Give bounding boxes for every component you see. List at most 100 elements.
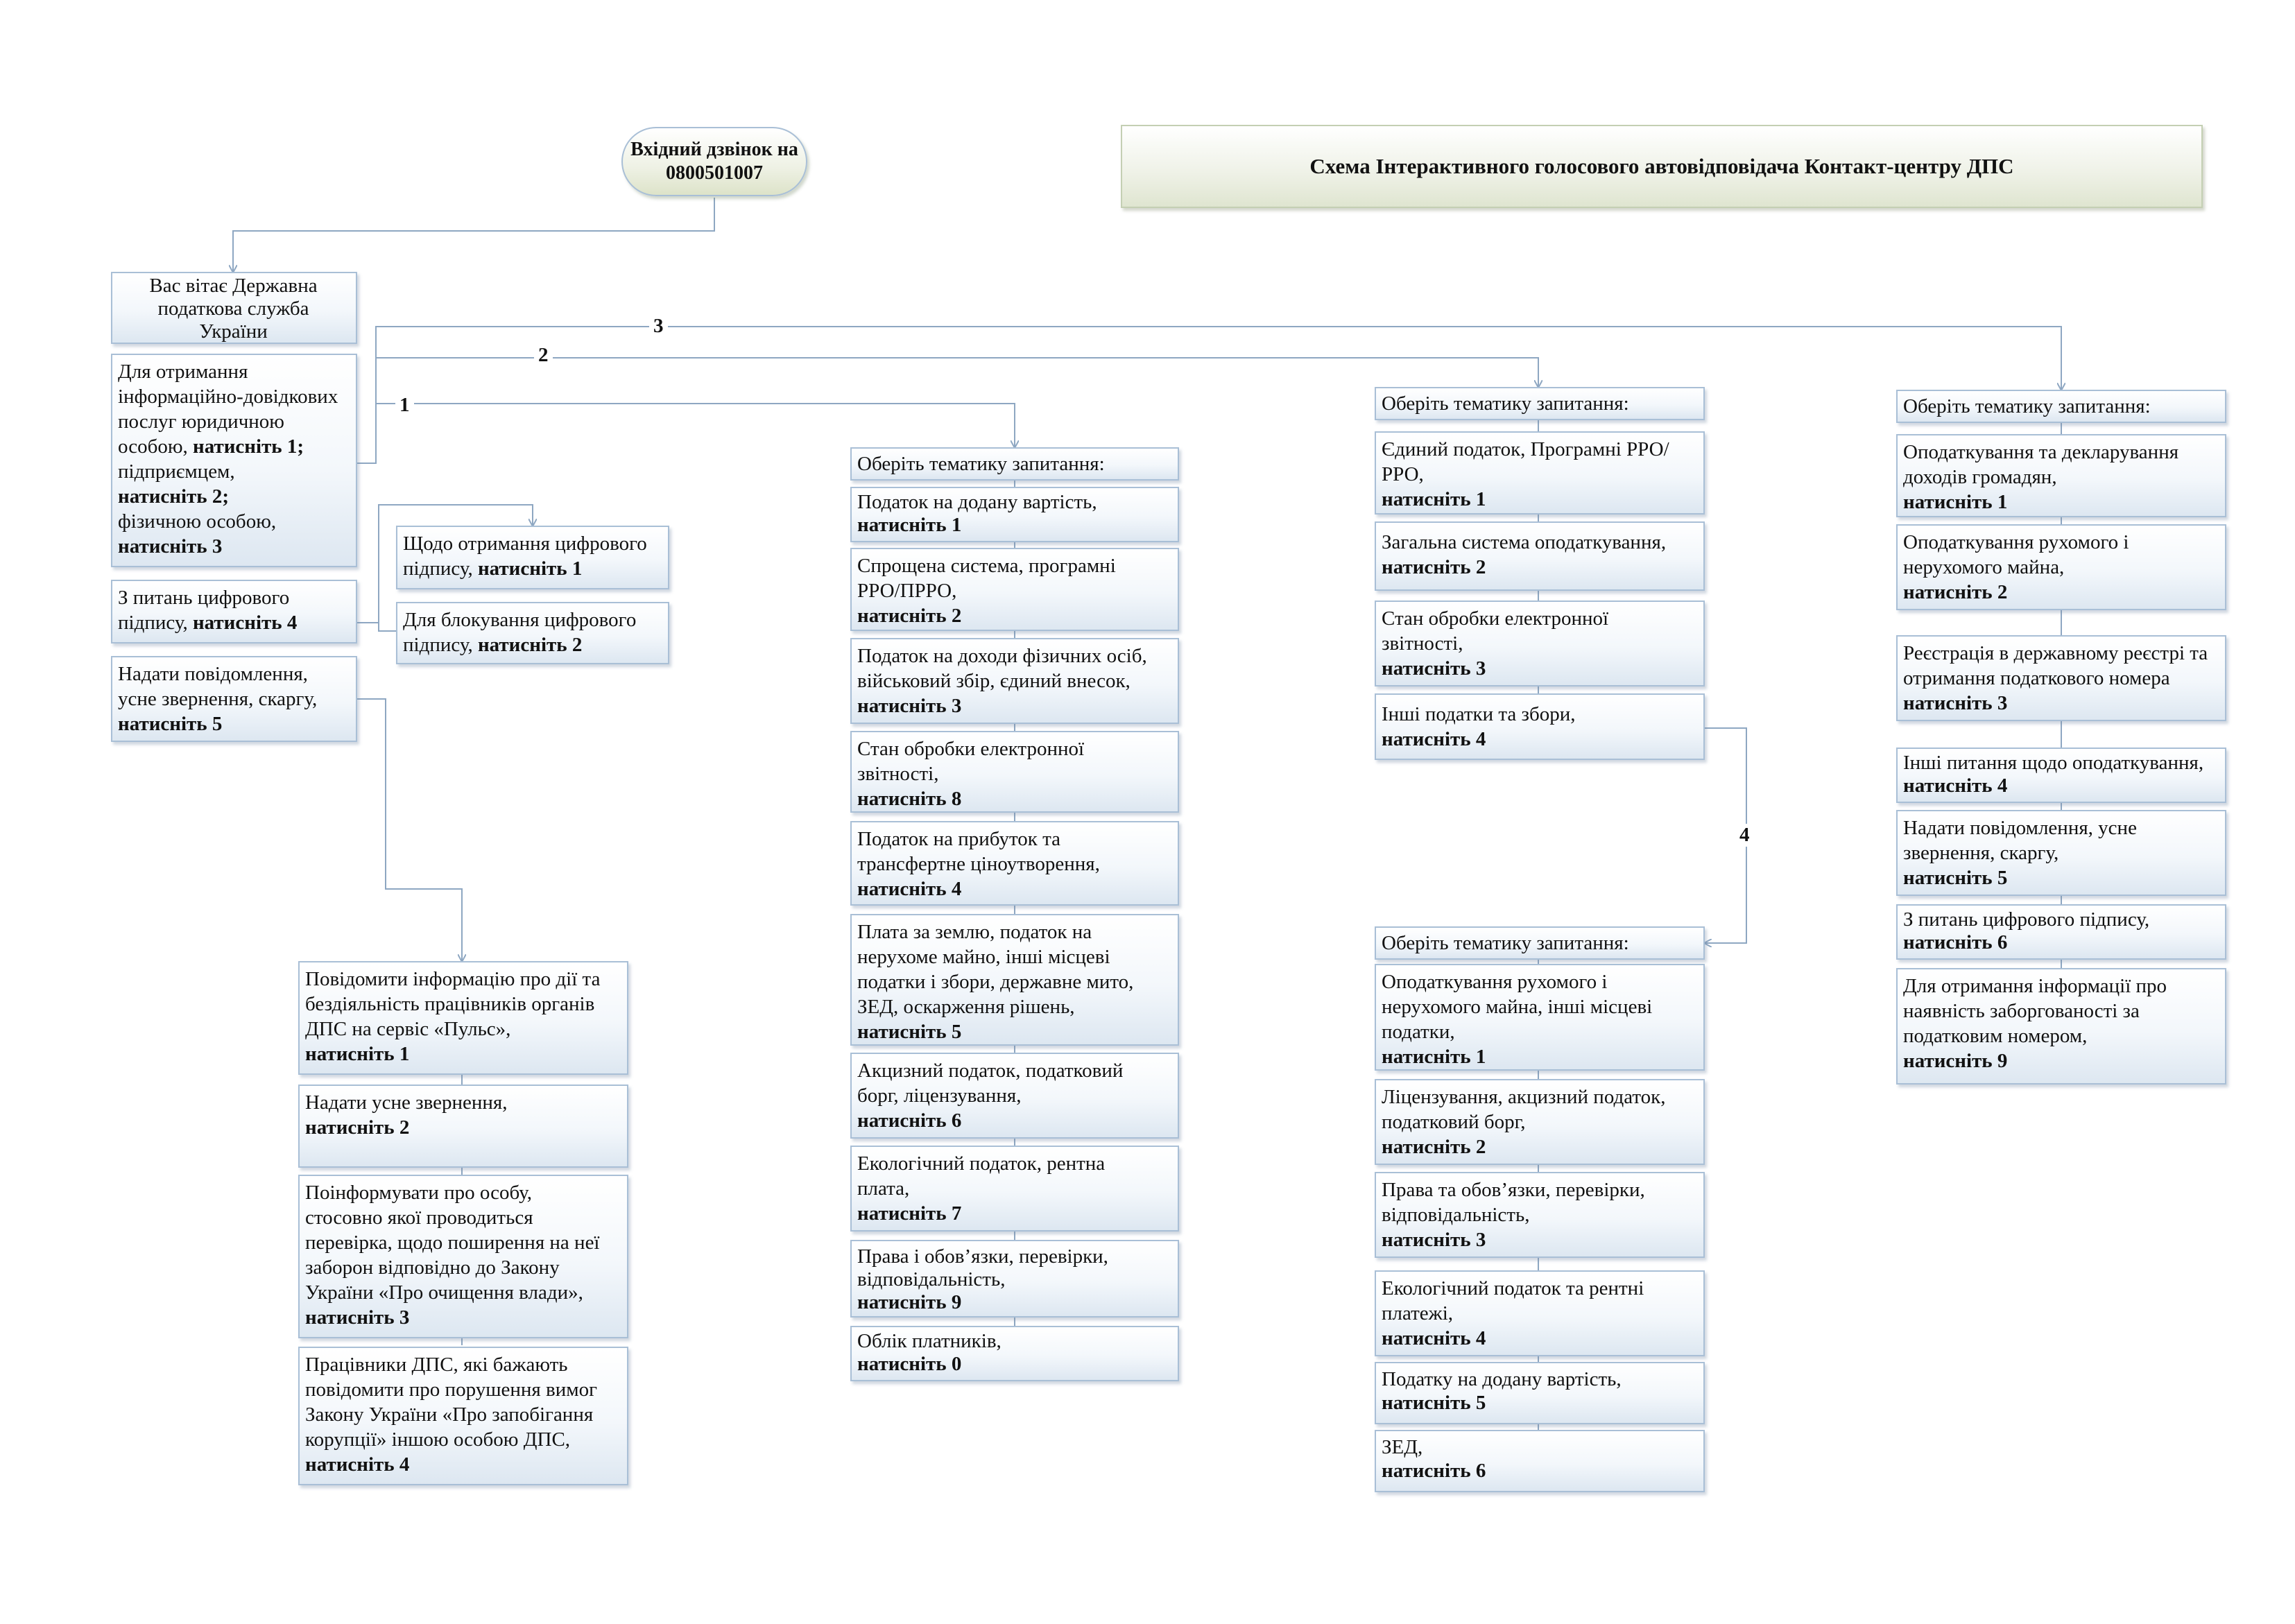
option-text: Закону України «Про запобігання	[305, 1403, 594, 1426]
option-text: нерухоме майно, інші місцеві	[857, 946, 1110, 968]
option-text: платежі,	[1382, 1302, 1454, 1324]
legal-option: Податок на додану вартість, натисніть 1	[850, 487, 1179, 542]
messages-option-1: Повідомити інформацію про дії та бездіял…	[298, 961, 628, 1075]
start-line-2: 0800501007	[666, 162, 763, 184]
option-text: України «Про очищення влади»,	[305, 1281, 583, 1304]
other-taxes-option: Оподаткування рухомого і нерухомого майн…	[1375, 964, 1705, 1071]
option-text: Податок на доходи фізичних осіб,	[857, 645, 1147, 667]
menu-text: особою,	[118, 435, 194, 458]
menu-text: Надати повідомлення,	[118, 663, 308, 685]
option-text: підпису,	[403, 558, 478, 580]
option-text: корупції» іншою особою ДПС,	[305, 1428, 571, 1451]
option-text: Оподаткування рухомого і	[1382, 971, 1608, 993]
option-key: натисніть 4	[857, 878, 962, 900]
menu-text: підприємцем,	[118, 460, 235, 483]
option-key: натисніть 2	[1903, 581, 2008, 603]
option-key: натисніть 2	[857, 605, 962, 627]
messages-option-2: Надати усне звернення, натисніть 2	[298, 1085, 628, 1168]
legal-option: Податок на доходи фізичних осіб, військо…	[850, 638, 1179, 724]
menu-text: послуг юридичною	[118, 411, 284, 433]
greeting-line-1: Вас вітає Державна	[149, 275, 318, 297]
option-text: бездіяльність працівників органів	[305, 993, 595, 1015]
other-taxes-option: Ліцензування, акцизний податок, податков…	[1375, 1079, 1705, 1165]
individual-menu-header: Оберіть тематику запитання:	[1896, 390, 2226, 423]
branch-label-1: 1	[395, 394, 414, 417]
branch-label-3: 3	[649, 315, 668, 338]
option-text: плата,	[857, 1177, 910, 1200]
option-text: податки і збори, державне мито,	[857, 971, 1134, 993]
option-text: ЗЕД,	[1382, 1436, 1423, 1458]
legal-option: Плата за землю, податок на нерухоме майн…	[850, 914, 1179, 1046]
menu-text: З питань цифрового	[118, 587, 290, 609]
option-key: натисніть 1	[1382, 488, 1486, 510]
individual-option: Для отримання інформації про наявність з…	[1896, 968, 2226, 1085]
option-key: натисніть 6	[857, 1109, 962, 1132]
option-text: Акцизний податок, податковий	[857, 1060, 1124, 1082]
menu-key: натисніть 2;	[118, 485, 230, 508]
option-text: Надати усне звернення,	[305, 1091, 508, 1114]
option-text: податковим номером,	[1903, 1025, 2088, 1047]
option-text: Облік платників,	[857, 1330, 1002, 1352]
branch-label-4: 4	[1735, 824, 1754, 847]
option-text: Для отримання інформації про	[1903, 975, 2167, 997]
option-key: натисніть 1	[1903, 491, 2008, 513]
menu-key: натисніть 3	[118, 535, 223, 558]
option-text: Поінформувати про особу,	[305, 1182, 532, 1204]
option-text: відповідальність,	[1382, 1204, 1530, 1226]
other-taxes-option: Екологічний податок та рентні платежі, н…	[1375, 1270, 1705, 1356]
option-text: стосовно якої проводиться	[305, 1207, 533, 1229]
diagram-title: Схема Інтерактивного голосового автовідп…	[1121, 125, 2203, 208]
menu-text: інформаційно-довідкових	[118, 386, 338, 408]
option-key: натисніть 3	[305, 1306, 410, 1329]
option-text: звернення, скаргу,	[1903, 842, 2059, 864]
option-text: Оподаткування рухомого і	[1903, 531, 2129, 553]
greeting-box: Вас вітає Державна податкова служба Укра…	[111, 272, 357, 344]
option-key: натисніть 9	[857, 1291, 962, 1313]
legal-option: Акцизний податок, податковий борг, ліцен…	[850, 1053, 1179, 1139]
digital-signature-option-2: Для блокування цифрового підпису, натисн…	[396, 602, 669, 664]
entrepreneur-option: Інші податки та збори, натисніть 4	[1375, 693, 1705, 760]
option-text: борг, ліцензування,	[857, 1085, 1022, 1107]
menu-text: усне звернення, скаргу,	[118, 688, 318, 710]
individual-option: Надати повідомлення, усне звернення, ска…	[1896, 810, 2226, 896]
option-key: натисніть 1	[305, 1043, 410, 1065]
individual-option: Реєстрація в державному реєстрі та отрим…	[1896, 635, 2226, 721]
option-text: повідомити про порушення вимог	[305, 1379, 597, 1401]
individual-option: Інші питання щодо оподаткування, натисні…	[1896, 748, 2226, 803]
option-text: податки,	[1382, 1021, 1455, 1043]
option-text: Податок на додану вартість,	[857, 491, 1097, 513]
option-text: Надати повідомлення, усне	[1903, 817, 2137, 839]
option-key: натисніть 3	[1903, 692, 2008, 714]
option-key: натисніть 1	[857, 514, 962, 536]
option-text: підпису,	[403, 634, 478, 656]
option-text: Податку на додану вартість,	[1382, 1368, 1622, 1390]
option-text: ЗЕД, оскарження рішень,	[857, 996, 1075, 1018]
option-text: РРО/ПРРО,	[857, 580, 957, 602]
individual-option: Оподаткування рухомого і нерухомого майн…	[1896, 524, 2226, 610]
option-key: натисніть 1	[1382, 1046, 1486, 1068]
option-text: З питань цифрового підпису,	[1903, 908, 2150, 931]
option-key: натисніть 3	[857, 695, 962, 717]
option-key: натисніть 6	[1903, 931, 2008, 953]
legal-option: Стан обробки електронної звітності, нати…	[850, 731, 1179, 813]
option-text: Права і обов’язки, перевірки,	[857, 1245, 1108, 1268]
option-key: натисніть 7	[857, 1202, 962, 1225]
option-key: натисніть 6	[1382, 1460, 1486, 1482]
option-key: натисніть 8	[857, 788, 962, 810]
option-key: натисніть 5	[1382, 1392, 1486, 1414]
option-key: натисніть 2	[1382, 1136, 1486, 1158]
individual-option: З питань цифрового підпису, натисніть 6	[1896, 904, 2226, 960]
option-text: Для блокування цифрового	[403, 609, 637, 631]
option-key: натисніть 3	[1382, 657, 1486, 680]
option-text: трансфертне ціноутворення,	[857, 853, 1100, 875]
option-text: Реєстрація в державному реєстрі та	[1903, 642, 2208, 664]
menu-key: натисніть 4	[192, 612, 298, 634]
option-text: ДПС на сервіс «Пульс»,	[305, 1018, 511, 1040]
option-key: натисніть 1	[477, 558, 583, 580]
option-text: нерухомого майна, інші місцеві	[1382, 996, 1653, 1018]
option-text: Повідомити інформацію про дії та	[305, 968, 601, 990]
option-text: звітності,	[1382, 632, 1463, 655]
other-taxes-option: Податку на додану вартість, натисніть 5	[1375, 1362, 1705, 1424]
entrepreneur-option: Єдиний податок, Програмні РРО/ РРО, нати…	[1375, 431, 1705, 515]
